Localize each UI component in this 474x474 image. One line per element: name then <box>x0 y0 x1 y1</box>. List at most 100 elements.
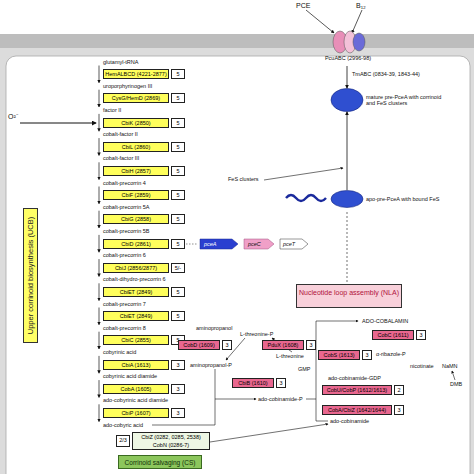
text-holder: 3 <box>172 385 184 394</box>
text-holder: CbiET (2849) <box>104 312 168 321</box>
count-box: 5 <box>171 69 185 79</box>
enzyme-box: CobD (1609) <box>178 340 220 350</box>
pathway-arrows <box>99 66 100 422</box>
protein-shape <box>331 191 363 208</box>
protein-ellipse: apo-pre-PceA with bound FeS <box>330 190 442 208</box>
annotation-label: FeS clusters <box>228 176 259 183</box>
text-holder: PduX (1608) <box>263 341 303 350</box>
gene-leader <box>186 244 197 245</box>
text-holder: CbiL (2860) <box>104 143 168 152</box>
node-text: 5 <box>172 240 184 249</box>
node-text: CobN (0286-7) <box>133 442 209 450</box>
count-box: 3 <box>171 408 185 418</box>
node-text: CysG/HemD (2869) <box>104 94 168 103</box>
node-text: 3 <box>307 341 315 350</box>
enzyme-box: CobU/CobP (1612/1613) <box>322 385 392 395</box>
text-holder: 5/- <box>172 264 184 273</box>
pathway-arrow <box>99 162 100 179</box>
pathway-arrow <box>99 308 100 325</box>
enzyme-box: CbiF (2859) <box>103 190 169 200</box>
node-text: 5 <box>172 288 184 297</box>
annotation-label: ADO-COBALAMIN <box>362 318 408 325</box>
transporter-subunit <box>353 33 365 51</box>
annotation-label: PCE <box>296 1 310 10</box>
annotation-label: L-threonine-P <box>240 331 273 338</box>
intermediate-name: cobalt-precorrin 4 <box>103 180 146 187</box>
text-holder: CbiA (1613) <box>104 361 168 370</box>
text-holder: CobA (1605) <box>104 385 168 394</box>
text-holder: CbiET (2849) <box>104 288 168 297</box>
node-text: 5 <box>172 215 184 224</box>
node-text: 2/3 <box>117 436 129 445</box>
membrane-band <box>0 34 474 48</box>
module-label: Nucleotide loop assembly (NLA) <box>296 284 402 308</box>
enzyme-box: CbiET (2849) <box>103 287 169 297</box>
enzyme-box: CbiJ (2856/2877) <box>103 263 169 273</box>
intermediate-name: ado-cobyric acid <box>103 422 143 429</box>
count-box: 3 <box>362 350 372 360</box>
enzyme-box: CbiET (2849) <box>103 311 169 321</box>
node-text: CobA (1605) <box>104 385 168 394</box>
pathway-arrow <box>99 332 100 349</box>
count-box: 5 <box>171 287 185 297</box>
node-text: Nucleotide loop assembly (NLA) <box>297 289 401 297</box>
node-text: CbiG (2858) <box>104 215 168 224</box>
text-holder: CbiH (2857) <box>104 167 168 176</box>
pathway-arrow <box>452 371 455 380</box>
pathway-arrow <box>99 235 100 252</box>
node-text: PduX (1608) <box>263 341 303 350</box>
node-text: Corrinoid salvaging (CS) <box>119 456 201 469</box>
count-box: 3 <box>416 330 426 340</box>
node-text: CbiC (2855) <box>104 336 168 345</box>
node-text: CbiL (2860) <box>104 143 168 152</box>
annotation-label: pceA <box>204 241 217 248</box>
node-text: 3 <box>417 331 425 340</box>
node-text: 3 <box>277 379 285 388</box>
text-holder: 5 <box>172 288 184 297</box>
text-holder: CobS (1613) <box>319 351 359 360</box>
count-box: 5 <box>171 166 185 176</box>
enzyme-box: HemALBCD (4221-2877) <box>103 69 169 79</box>
enzyme-box: CbiD (2861) <box>103 239 169 249</box>
intermediate-name: glutamyl-tRNA <box>103 59 138 66</box>
node-text: 5 <box>172 70 184 79</box>
annotation-label: pceC <box>248 241 261 248</box>
node-text: CbiZ (0282, 0285, 2538) <box>133 434 209 442</box>
text-holder: 5 <box>172 191 184 200</box>
text-holder: 5 <box>172 119 184 128</box>
enzyme-box: CysG/HemD (2869) <box>103 93 169 103</box>
enzyme-box: CbiZ (0282, 0285, 2538)CobN (0286-7) <box>132 432 210 450</box>
text-holder: 3 <box>363 351 371 360</box>
node-text: Upper corrinoid biosynthesis (UCB) <box>24 209 38 342</box>
annotation-label: B₁₂ <box>356 1 366 10</box>
pathway-arrow <box>99 211 100 228</box>
count-box: 3 <box>222 340 232 350</box>
node-text: 3 <box>172 409 184 418</box>
intermediate-name: cobyrinic acid <box>103 349 136 356</box>
enzyme-box: CbiA (1613) <box>103 360 169 370</box>
intermediate-name: uroporphyrinogen III <box>103 83 152 90</box>
enzyme-box: CobS (1613) <box>318 350 360 360</box>
text-holder: 5 <box>172 143 184 152</box>
count-box: 3 <box>394 405 404 415</box>
annotation-label: aminopropanol <box>196 325 232 332</box>
text-holder: 3 <box>223 341 231 350</box>
annotation-label: pceT <box>283 241 295 248</box>
protein-shape <box>331 89 363 112</box>
text-holder: CbiF (2859) <box>104 191 168 200</box>
protein-chain <box>286 195 326 201</box>
node-text: mature pre-PceA with corrinoid and FeS c… <box>366 94 442 107</box>
intermediate-name: factor II <box>103 107 121 114</box>
intermediate-name: cobalt-precorrin 6 <box>103 252 146 259</box>
text-holder: PcuABC (2996-98) <box>318 55 378 62</box>
text-holder: CobC (1611) <box>373 331 413 340</box>
text-holder: CysG/HemD (2869) <box>104 94 168 103</box>
enzyme-box: CbiP (1607) <box>103 408 169 418</box>
node-text: 5 <box>172 119 184 128</box>
oxygen-arrow <box>20 123 96 124</box>
annotation-label: L-threonine <box>276 353 304 360</box>
annotation-label: α-ribazole-P <box>376 351 406 358</box>
text-holder: CbiD (2861) <box>104 240 168 249</box>
intermediate-name: cobalt-dihydro-precorrin 6 <box>103 276 166 283</box>
